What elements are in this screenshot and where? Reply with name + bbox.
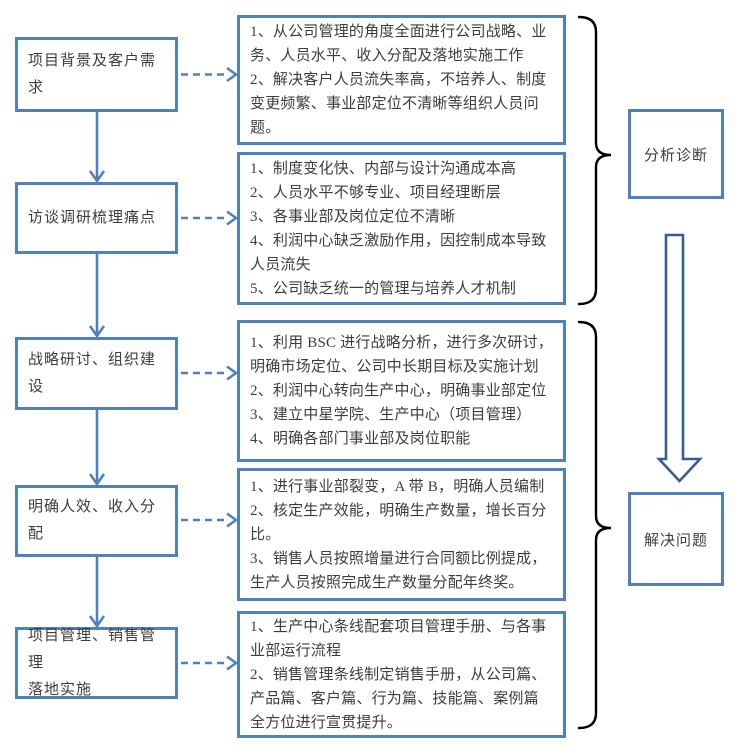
- detail-item: 3、各事业部及岗位定位不清晰: [250, 208, 456, 225]
- dashed-arrow-4-icon: [181, 512, 239, 528]
- brace-analysis-icon: [577, 15, 612, 306]
- detail-item: 1、生产中心条线配套项目管理手册、与各事业部运行流程: [250, 618, 547, 659]
- phase-label-analysis: 分析诊断: [643, 147, 708, 164]
- flow-arrow-down-2-icon: [88, 254, 106, 339]
- detail-item: 4、明确各部门事业部及岗位职能: [250, 431, 471, 447]
- step-label-2: 访谈调研梳理痛点: [28, 209, 157, 226]
- step-label-3: 战略研讨、组织建设: [28, 351, 157, 395]
- detail-item: 2、核定生产效能，明确生产数量，增长百分比。: [250, 502, 547, 543]
- dashed-arrow-3-icon: [181, 365, 239, 381]
- step-box-4: 明确人效、收入分配: [15, 485, 178, 557]
- flow-arrow-down-3-icon: [88, 410, 106, 487]
- phase-box-analysis: 分析诊断: [628, 109, 724, 199]
- phase-label-solution: 解决问题: [643, 532, 708, 549]
- detail-item: 3、建立中星学院、生产中心（项目管理）: [250, 407, 532, 423]
- detail-box-2: 1、制度变化快、内部与设计沟通成本高 2、人员水平不够专业、项目经理断层 3、各事业…: [237, 152, 566, 305]
- detail-box-5: 1、生产中心条线配套项目管理手册、与各事业部运行流程 2、销售管理条线制定销售手册…: [237, 611, 566, 738]
- detail-box-1: 1、从公司管理的角度全面进行公司战略、业务、人员水平、收入分配及落地实施工作 2、…: [237, 15, 566, 145]
- step-box-3: 战略研讨、组织建设: [15, 337, 178, 410]
- detail-item: 1、制度变化快、内部与设计沟通成本高: [250, 160, 517, 177]
- detail-item: 2、解决客户人员流失率高，不培养人、制度变更频繁、事业部定位不清晰等组织人员问题…: [250, 72, 547, 136]
- step-label-1: 项目背景及客户需 求: [28, 52, 157, 96]
- step-box-2: 访谈调研梳理痛点: [15, 182, 178, 254]
- detail-item: 5、公司缺乏统一的管理与培养人才机制: [250, 280, 517, 297]
- detail-item: 1、从公司管理的角度全面进行公司战略、业务、人员水平、收入分配及落地实施工作: [250, 24, 547, 64]
- detail-item: 1、进行事业部裂变，A 带 B，明确人员编制: [250, 478, 545, 495]
- big-down-arrow-icon: [656, 233, 703, 483]
- detail-item: 4、利润中心缺乏激励作用，因控制成本导致人员流失: [250, 232, 547, 273]
- flow-arrow-down-1-icon: [88, 112, 106, 184]
- dashed-arrow-2-icon: [181, 210, 239, 226]
- step-box-5: 项目管理、销售管理 落地实施: [15, 627, 178, 699]
- step-box-1: 项目背景及客户需 求: [15, 37, 178, 112]
- dashed-arrow-5-icon: [181, 655, 239, 671]
- flow-arrow-down-4-icon: [88, 557, 106, 629]
- detail-item: 3、销售人员按照增量进行合同额比例提成，生产人员按照完成生产数量分配年终奖。: [250, 550, 547, 591]
- step-label-5: 项目管理、销售管理 落地实施: [28, 627, 157, 698]
- detail-item: 2、销售管理条线制定销售手册，从公司篇、产品篇、客户篇、行为篇、技能篇、案例篇全…: [250, 666, 547, 731]
- detail-box-4: 1、进行事业部裂变，A 带 B，明确人员编制 2、核定生产效能，明确生产数量，增长…: [237, 468, 566, 601]
- detail-item: 2、人员水平不够专业、项目经理断层: [250, 184, 501, 201]
- detail-item: 2、利润中心转向生产中心，明确事业部定位: [250, 383, 547, 399]
- detail-box-3: 1、利用 BSC 进行战略分析，进行多次研讨，明确市场定位、公司中长期目标及实施…: [237, 320, 566, 462]
- phase-box-solution: 解决问题: [628, 492, 724, 586]
- brace-solution-icon: [577, 320, 612, 730]
- dashed-arrow-1-icon: [181, 66, 239, 83]
- detail-item: 1、利用 BSC 进行战略分析，进行多次研讨，明确市场定位、公司中长期目标及实施…: [250, 335, 553, 375]
- step-label-4: 明确人效、收入分配: [28, 499, 157, 542]
